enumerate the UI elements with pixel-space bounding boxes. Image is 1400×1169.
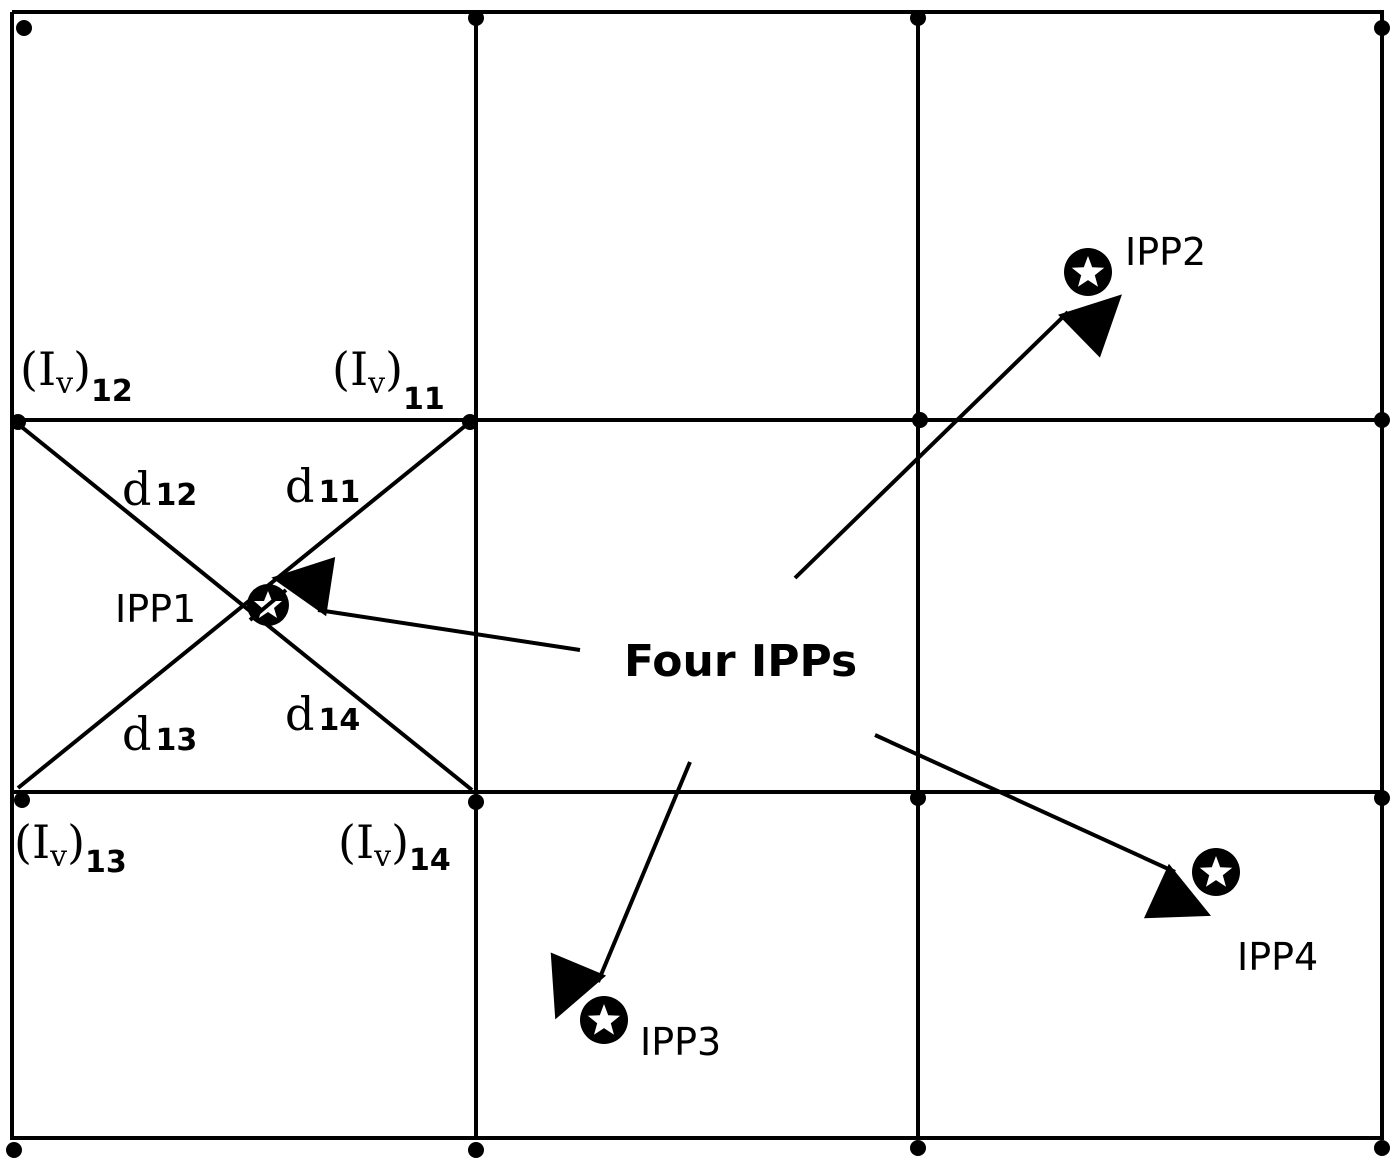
star-icon — [1071, 256, 1105, 287]
ipp1-marker — [247, 584, 289, 626]
grid-node-dot — [910, 790, 926, 806]
grid-node-dot — [6, 1142, 22, 1158]
iv-12-label: (Iv)12 — [20, 342, 133, 409]
ipp1-label: IPP1 — [115, 587, 196, 631]
grid-node-dot — [468, 1142, 484, 1158]
grid-lines — [10, 10, 1384, 1140]
grid-value-labels: (Iv)12 (Iv)11 (Iv)13 (Iv)14 — [14, 342, 451, 880]
iv-14-label: (Iv)14 — [338, 815, 451, 878]
four-ipps-title: Four IPPs — [624, 636, 857, 687]
grid-node-dot — [910, 10, 926, 26]
arrows — [271, 294, 1212, 1020]
star-icon — [587, 1004, 621, 1035]
ipp2-marker — [1064, 248, 1112, 296]
star-icon — [1199, 856, 1233, 887]
ipp3-marker — [580, 996, 628, 1044]
ipp4-label: IPP4 — [1237, 935, 1318, 979]
grid-node-dot — [1374, 1140, 1390, 1156]
grid-node-dot — [14, 792, 30, 808]
ipp4-marker — [1192, 848, 1240, 896]
ipp3-label: IPP3 — [640, 1020, 721, 1064]
distance-lines — [16, 420, 474, 792]
ipp2-label: IPP2 — [1125, 230, 1206, 274]
iv-13-label: (Iv)13 — [14, 815, 127, 880]
grid-node-dot — [910, 1140, 926, 1156]
grid-node-dot — [1374, 412, 1390, 428]
grid-node-dot — [1374, 20, 1390, 36]
grid-node-dot — [16, 20, 32, 36]
grid-node-dot — [468, 10, 484, 26]
grid-node-dot — [912, 412, 928, 428]
grid-node-dot — [468, 794, 484, 810]
iv-11-label: (Iv)11 — [332, 342, 445, 417]
grid-node-dot — [1374, 790, 1390, 806]
